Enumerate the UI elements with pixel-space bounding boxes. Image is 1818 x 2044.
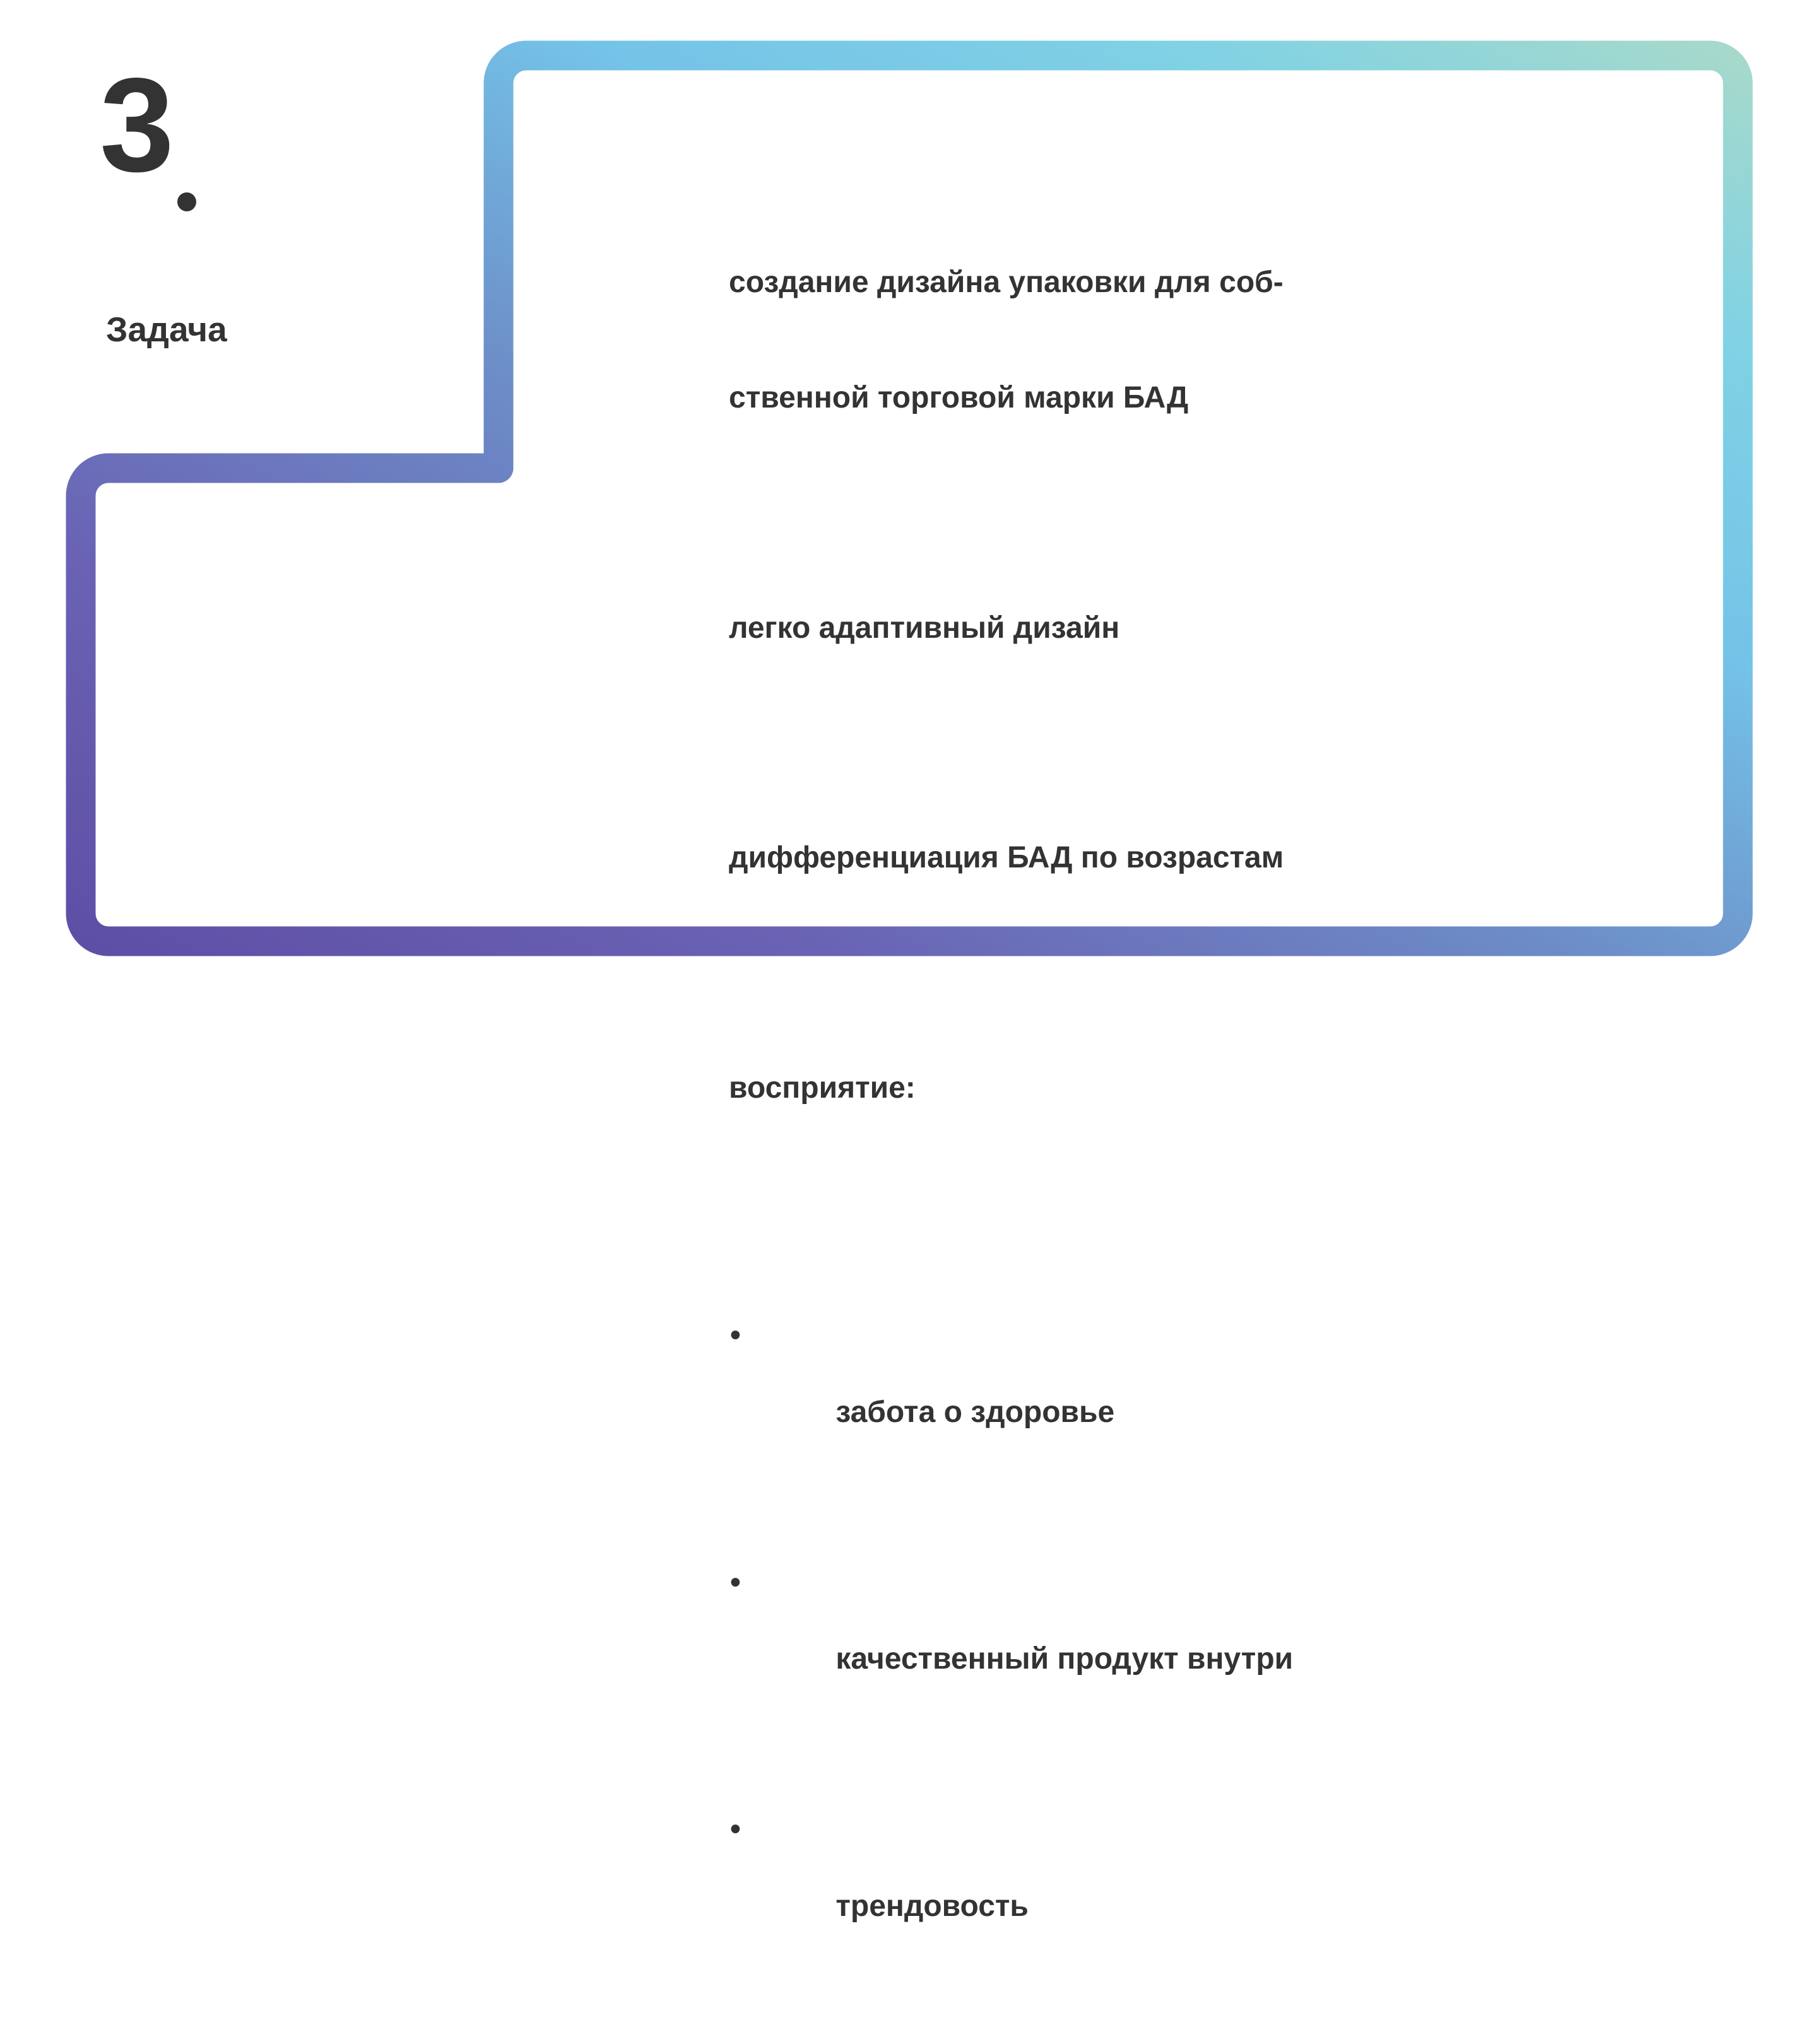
step-number-dot-icon	[177, 192, 196, 211]
paragraph-adaptive-design: легко адаптивный дизайн	[729, 532, 1638, 725]
bullet-dot-icon: •	[730, 1812, 741, 1847]
bullet-dot-icon: •	[730, 1318, 741, 1352]
step-number: 3	[100, 50, 174, 199]
list-item: • качественный продукт внутри	[729, 1564, 1638, 1718]
section-label: Задача	[106, 310, 227, 349]
paragraph-line: легко адаптивный дизайн	[729, 611, 1120, 645]
paragraph-age-differentiation: дифференциация БАД по возрастам	[729, 762, 1638, 954]
paragraph-line: создание дизайна упаковки для соб-	[729, 265, 1284, 299]
paragraph-line: дифференциация БАД по возрастам	[729, 841, 1284, 875]
list-item-label: трендовость	[835, 1889, 1029, 1924]
card-body-copy: создание дизайна упаковки для соб- ствен…	[729, 187, 1638, 2044]
perception-heading: восприятие:	[729, 1071, 916, 1105]
list-item-label: забота о здоровье	[835, 1395, 1115, 1429]
list-item: • трендовость	[729, 1811, 1638, 1965]
list-item: • забота о здоровье	[729, 1317, 1638, 1471]
left-column: 3 Задача	[0, 0, 467, 1022]
list-item-label: качественный продукт внутри	[835, 1642, 1294, 1676]
perception-block: восприятие: • забота о здоровье • качест…	[729, 992, 1638, 2044]
paragraph-packaging-design: создание дизайна упаковки для соб- ствен…	[729, 187, 1638, 495]
slide-canvas: 3 Задача создание дизайна упаковки для с…	[0, 0, 1753, 1924]
paragraph-line: ственной торговой марки БАД	[729, 380, 1189, 414]
perception-bullet-list: • забота о здоровье • качественный проду…	[729, 1223, 1638, 2041]
bullet-dot-icon: •	[730, 1565, 741, 1599]
